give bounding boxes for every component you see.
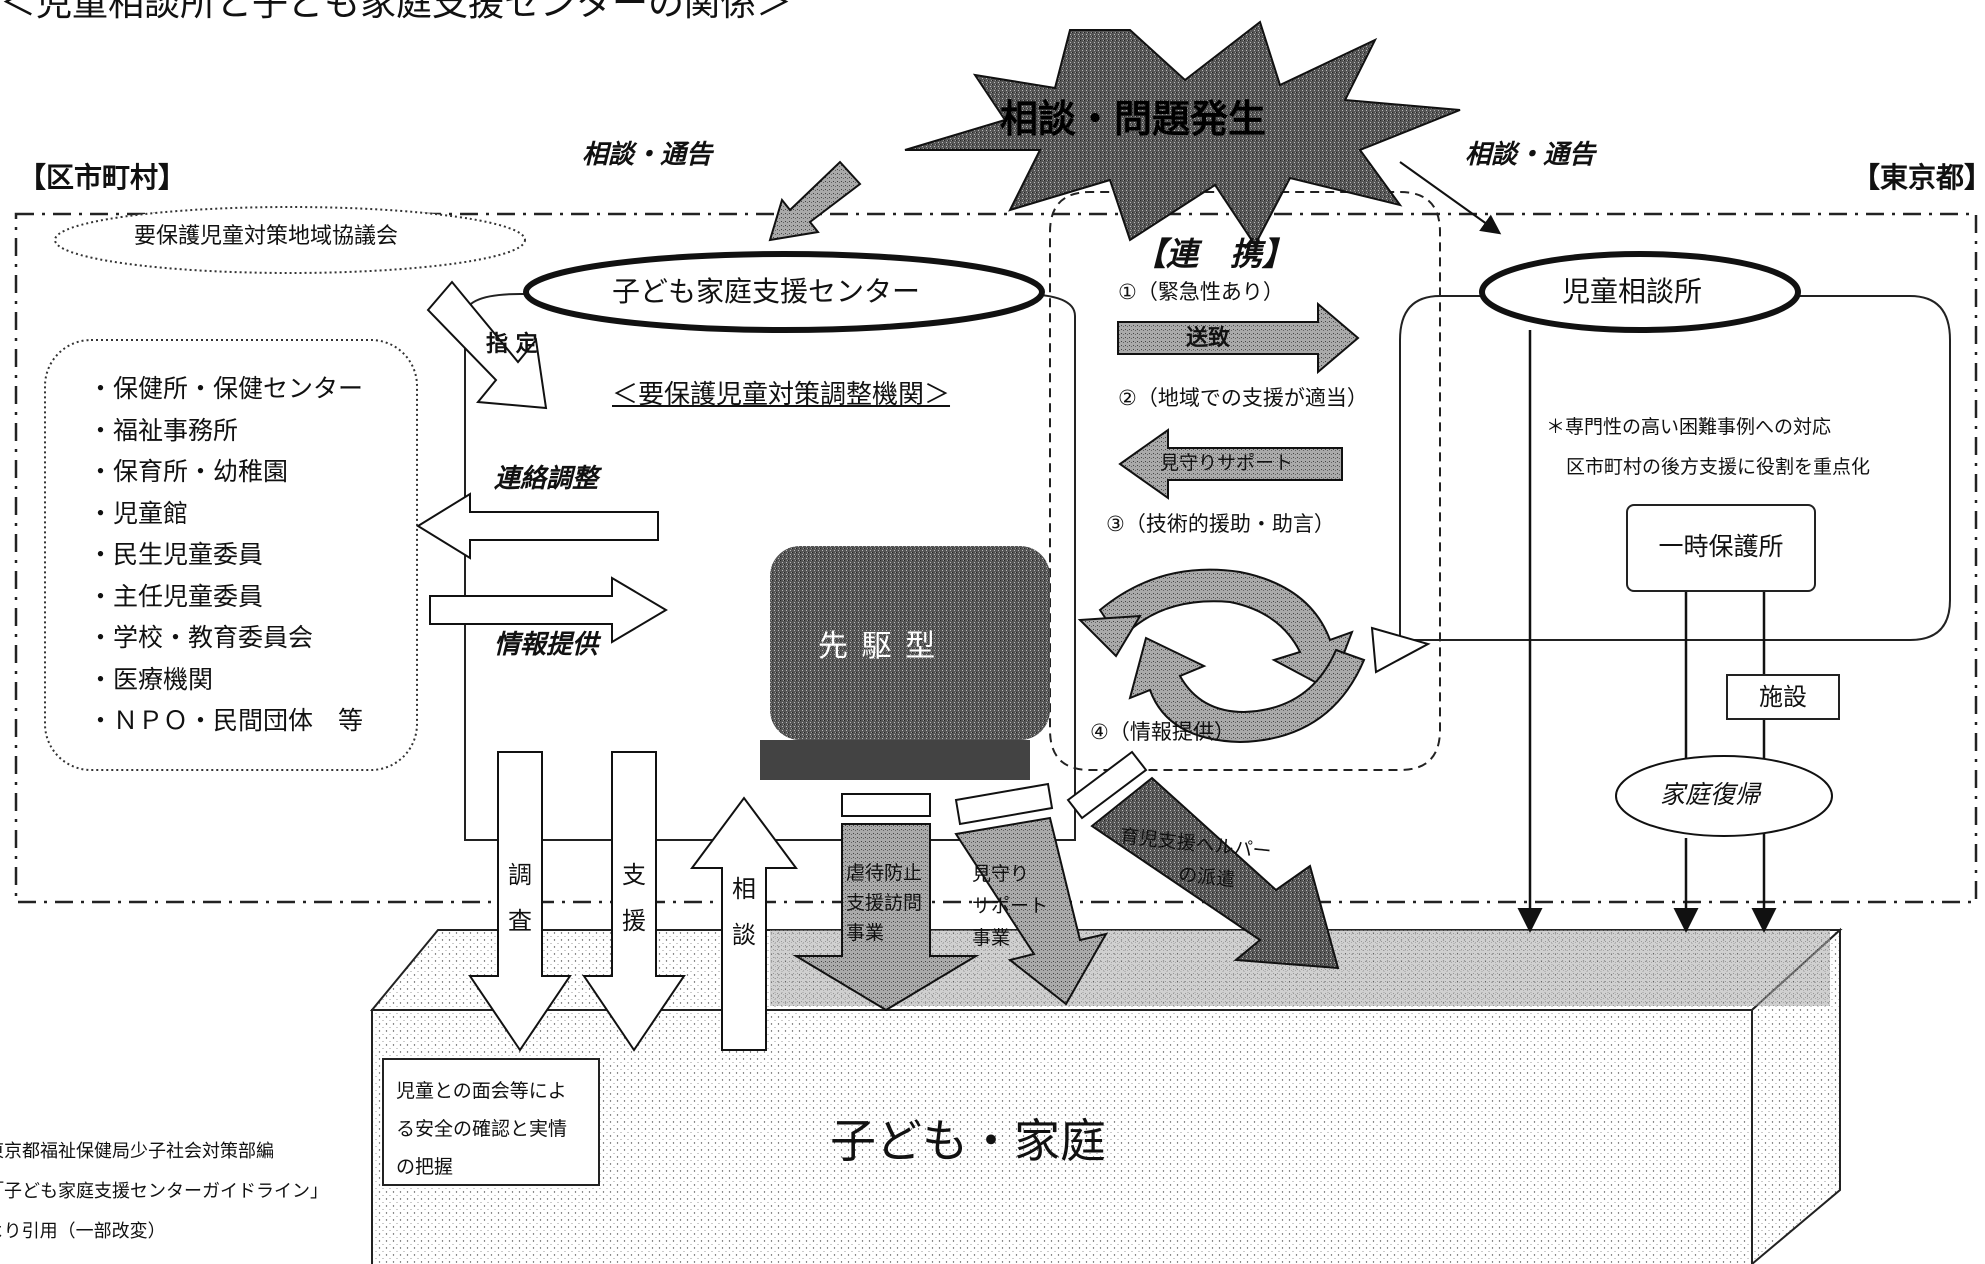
region-tokyo: 【東京都】 bbox=[1852, 161, 1985, 194]
safety-line: 児童との面会等によ bbox=[396, 1080, 567, 1102]
family-block-front bbox=[371, 1009, 1753, 1264]
sodan-label: 相談 bbox=[732, 875, 756, 949]
jido-note2: 区市町村の後方支援に役割を重点化 bbox=[1566, 456, 1871, 478]
shien-label: 支援 bbox=[622, 861, 646, 935]
temp-shelter-box: 一時保護所 bbox=[1626, 504, 1816, 592]
safety-line: る安全の確認と実情 bbox=[396, 1118, 568, 1140]
agency-list: ・保健所・保健センター ・福祉事務所 ・保育所・幼稚園 ・児童館 ・民生児童委員… bbox=[88, 368, 363, 742]
program1-arrow bbox=[792, 823, 980, 1012]
problem-burst bbox=[904, 20, 1461, 247]
region-municipal: 【区市町村】 bbox=[18, 161, 187, 194]
jido-oval bbox=[1479, 251, 1801, 333]
source-line: より引用（一部改変） bbox=[0, 1221, 166, 1242]
cycle-arrow-bottom bbox=[1128, 636, 1366, 744]
cycle-head-right bbox=[1370, 626, 1431, 674]
program2-line: 見守り bbox=[972, 863, 1030, 885]
consult-left-label: 相談・通告 bbox=[582, 140, 713, 170]
coord-org-label: ＜要保護児童対策調整機関＞ bbox=[612, 380, 951, 410]
contact-coord-label: 連絡調整 bbox=[494, 464, 599, 494]
renkei-region bbox=[1049, 191, 1441, 771]
sodan-arrow bbox=[690, 796, 798, 1051]
program3-arrow bbox=[1090, 776, 1340, 970]
jido-note1: ＊専門性の高い困難事例への対応 bbox=[1546, 416, 1832, 438]
renkei-title: 【連 携】 bbox=[1134, 235, 1295, 273]
consult-arrow-right bbox=[1399, 161, 1502, 235]
sochi-arrow bbox=[1117, 301, 1360, 375]
program2-line: 事業 bbox=[972, 927, 1011, 949]
source-line: 「子ども家庭支援センターガイドライン」 bbox=[0, 1181, 328, 1202]
sentaku-label: 先 駆 型 bbox=[818, 629, 938, 664]
program1-label: 虐待防止 支援訪問 事業 bbox=[846, 858, 922, 948]
chosa-arrow bbox=[468, 751, 572, 1052]
agency-item: ・福祉事務所 bbox=[88, 415, 239, 445]
renkei-item3: ③（技術的援助・助言） bbox=[1106, 512, 1335, 536]
center-oval bbox=[523, 251, 1045, 333]
temp-shelter-label: 一時保護所 bbox=[1658, 532, 1784, 561]
sentaku-shadow bbox=[760, 740, 1030, 780]
info-provide-label: 情報提供 bbox=[494, 630, 599, 660]
renkei-item2: ②（地域での支援が適当） bbox=[1118, 386, 1368, 410]
program2-label: 見守り サポート 事業 bbox=[972, 858, 1048, 954]
program1-line: 事業 bbox=[846, 922, 885, 944]
designation-label: 指 定 bbox=[486, 332, 538, 357]
page-title: ＜児童相談所と子ども家庭支援センターの関係＞ bbox=[0, 0, 793, 24]
source-note: 東京都福祉保健局少子社会対策部編 「子ども家庭支援センターガイドライン」 より引… bbox=[0, 1132, 328, 1252]
center-name: 子ども家庭支援センター bbox=[612, 275, 921, 308]
cycle-arrow-top bbox=[1098, 568, 1354, 692]
agency-item: ・保育所・幼稚園 bbox=[88, 457, 289, 486]
program3-cap bbox=[1066, 750, 1148, 820]
source-line: 東京都福祉保健局少子社会対策部編 bbox=[0, 1141, 274, 1162]
agency-item: ・児童館 bbox=[88, 498, 189, 528]
info-arrow bbox=[429, 576, 668, 644]
agency-item: ・保健所・保健センター bbox=[88, 374, 364, 403]
jido-container bbox=[1399, 295, 1951, 641]
shien-arrow bbox=[582, 751, 686, 1052]
agency-item: ・医療機関 bbox=[88, 664, 214, 694]
safety-text: 児童との面会等によ る安全の確認と実情 の把握 bbox=[396, 1072, 567, 1186]
safety-box: 児童との面会等によ る安全の確認と実情 の把握 bbox=[382, 1058, 600, 1186]
program1-line: 虐待防止 bbox=[846, 862, 923, 884]
return-label: 家庭復帰 bbox=[1660, 780, 1761, 809]
agency-item: ・民生児童委員 bbox=[88, 540, 264, 569]
council-label: 要保護児童対策地域協議会 bbox=[134, 224, 399, 249]
renkei-item4: ④（情報提供） bbox=[1090, 720, 1235, 744]
council-oval bbox=[54, 206, 526, 274]
program1-cap bbox=[841, 793, 931, 817]
program2-cap bbox=[954, 782, 1054, 826]
jido-name: 児童相談所 bbox=[1562, 275, 1703, 308]
designation-arrow bbox=[426, 280, 548, 410]
agency-item: ・主任児童委員 bbox=[88, 581, 264, 611]
municipal-region bbox=[14, 212, 1978, 904]
chosa-label: 調査 bbox=[508, 861, 532, 935]
mimamori-arrow bbox=[1118, 428, 1343, 500]
facility-box: 施設 bbox=[1726, 674, 1840, 720]
renkei-item1: ①（緊急性あり） bbox=[1118, 280, 1284, 304]
sochi-label: 送致 bbox=[1186, 326, 1231, 351]
program2-arrow bbox=[954, 816, 1109, 1006]
contact-arrow bbox=[416, 492, 659, 560]
consult-right-label: 相談・通告 bbox=[1465, 140, 1596, 170]
facility-label: 施設 bbox=[1759, 683, 1807, 711]
program2-line: サポート bbox=[972, 895, 1049, 917]
return-oval bbox=[1615, 755, 1833, 837]
sentaku-block bbox=[770, 546, 1050, 740]
agency-item: ・学校・教育委員会 bbox=[88, 623, 314, 652]
program1-line: 支援訪問 bbox=[846, 892, 923, 914]
family-label: 子ども・家庭 bbox=[830, 1114, 1106, 1168]
agency-item: ・ＮＰＯ・民間団体 等 bbox=[88, 706, 364, 735]
mimamori-label: 見守りサポート bbox=[1160, 452, 1294, 474]
safety-line: の把握 bbox=[396, 1156, 454, 1178]
burst-label: 相談・問題発生 bbox=[1000, 97, 1267, 141]
cycle-head-left bbox=[1077, 614, 1142, 658]
consult-arrow-left bbox=[768, 160, 862, 242]
agencies-box bbox=[44, 339, 418, 771]
